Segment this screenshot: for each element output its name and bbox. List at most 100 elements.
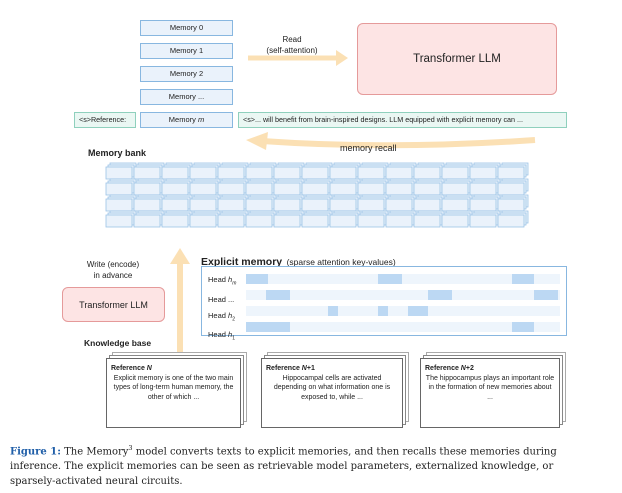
read-arrow	[248, 50, 348, 66]
head-label-2: Head h2	[208, 310, 235, 323]
knowledge-base-label: Knowledge base	[84, 338, 152, 348]
memory-bank-cell	[301, 214, 329, 228]
head-bar-active	[328, 306, 338, 316]
caption-sup: 3	[128, 444, 133, 452]
transformer-llm-bottom: Transformer LLM	[62, 287, 165, 322]
head-bar-active	[378, 306, 388, 316]
head-bar-active	[246, 274, 268, 284]
read-label: Read (self-attention)	[252, 34, 332, 56]
memory-bank-cell	[385, 214, 413, 228]
head-bar-track	[246, 274, 560, 284]
caption-line1-b: model converts texts to explicit memorie…	[132, 446, 557, 458]
memory-bank-cell	[217, 166, 245, 180]
memory-bank-cell	[133, 182, 161, 196]
explicit-memory-title-main: Explicit memory	[201, 256, 283, 268]
memory-bank-cell	[105, 182, 133, 196]
memory-recall-arrow	[246, 132, 536, 150]
memory-m-prefix: Memory	[168, 115, 198, 124]
reference-card-text: Hippocampal cells are activated dependin…	[273, 374, 391, 401]
write-arrow	[170, 248, 190, 370]
memory-bank-cell	[217, 198, 245, 212]
head-label-m: Head hm	[208, 275, 237, 287]
head-bar-active	[428, 290, 452, 300]
memory-bank-cell	[441, 198, 469, 212]
reference-card-text: The hippocampus plays an important role …	[425, 374, 555, 401]
memory-bank-cell	[133, 166, 161, 180]
head-bar-active	[512, 274, 534, 284]
head-bar-active	[266, 290, 290, 300]
memory-bank-cell	[329, 214, 357, 228]
memory-slot-0: Memory 0	[140, 20, 233, 36]
write-label-line2: in advance	[93, 271, 133, 280]
memory-bank-cell	[273, 182, 301, 196]
head-bar-active	[534, 290, 558, 300]
memory-bank-cell	[189, 182, 217, 196]
memory-slot-1: Memory 1	[140, 43, 233, 59]
explicit-memory-panel: Head hm Head ... Head h2 Head h1	[201, 266, 567, 342]
memory-bank-cell	[469, 166, 497, 180]
caption-line1-a: The Memory	[64, 446, 129, 458]
reference-card-title: Reference N	[111, 365, 152, 372]
head-bars	[246, 274, 560, 332]
memory-bank-cell	[497, 198, 525, 212]
memory-bank-cell	[245, 166, 273, 180]
write-label-line1: Write (encode)	[86, 260, 140, 269]
memory-bank-cell	[469, 214, 497, 228]
memory-bank-cell	[245, 182, 273, 196]
head-label-1: Head h1	[208, 330, 235, 342]
memory-bank-cell	[217, 214, 245, 228]
memory-bank-cell	[497, 214, 525, 228]
memory-bank-cell	[161, 182, 189, 196]
memory-bank-cell	[497, 166, 525, 180]
memory-bank-cell	[245, 214, 273, 228]
head-bar-active	[246, 322, 290, 332]
memory-bank-cell	[413, 198, 441, 212]
write-label: Write (encode) in advance	[72, 259, 154, 281]
head-bar-active	[512, 322, 534, 332]
memory-bank-cell	[189, 198, 217, 212]
memory-bank-cell	[189, 214, 217, 228]
memory-bank-cell	[357, 214, 385, 228]
memory-bank-cell	[469, 198, 497, 212]
reference-card-text: Explicit memory is one of the two main t…	[113, 374, 234, 401]
transformer-llm-bottom-label: Transformer LLM	[79, 299, 148, 310]
reference-card-title: Reference N+1	[266, 365, 315, 372]
memory-bank-grid	[105, 162, 529, 228]
figure-caption: Figure 1: The Memory3 model converts tex…	[10, 441, 614, 489]
memory-bank-cell	[273, 166, 301, 180]
memory-bank-cell	[357, 182, 385, 196]
memory-bank-cell	[385, 166, 413, 180]
memory-bank-label: Memory bank	[88, 148, 147, 158]
memory-bank-cell	[245, 198, 273, 212]
head-labels: Head hm Head ... Head h2 Head h1	[208, 272, 248, 347]
transformer-llm-top: Transformer LLM	[357, 23, 557, 95]
memory-bank-cell	[329, 198, 357, 212]
head-label-ellipsis: Head ...	[208, 294, 235, 304]
memory-slot-2: Memory 2	[140, 66, 233, 82]
reference-tag: <s>Reference:	[74, 112, 136, 128]
memory-bank-cell	[357, 198, 385, 212]
reference-card-n-plus-1: Reference N+1 Hippocampal cells are acti…	[261, 358, 403, 428]
figure-label: Figure 1:	[10, 446, 61, 458]
memory-bank-cell	[273, 214, 301, 228]
memory-bank-cell	[105, 198, 133, 212]
memory-bank-cell	[301, 198, 329, 212]
memory-slot-ellipsis: Memory ...	[140, 89, 233, 105]
read-label-line2: (self-attention)	[266, 46, 318, 55]
head-bar-active	[378, 274, 402, 284]
caption-line2: inference. The explicit memories can be …	[10, 461, 554, 473]
memory-bank-cell	[441, 214, 469, 228]
context-text-tag: <s>... will benefit from brain-inspired …	[238, 112, 567, 128]
memory-bank-cell	[441, 166, 469, 180]
memory-bank-cell	[385, 198, 413, 212]
memory-bank-cell	[413, 182, 441, 196]
memory-bank-cell	[273, 198, 301, 212]
reference-card-n-plus-2: Reference N+2 The hippocampus plays an i…	[420, 358, 560, 428]
memory-bank-cell	[413, 214, 441, 228]
explicit-memory-title: Explicit memory (sparse attention key-va…	[201, 252, 396, 270]
memory-slot-m: Memory m	[140, 112, 233, 128]
memory-bank-cell	[133, 214, 161, 228]
memory-bank-cell	[161, 214, 189, 228]
explicit-memory-subtitle: (sparse attention key-values)	[286, 257, 396, 267]
